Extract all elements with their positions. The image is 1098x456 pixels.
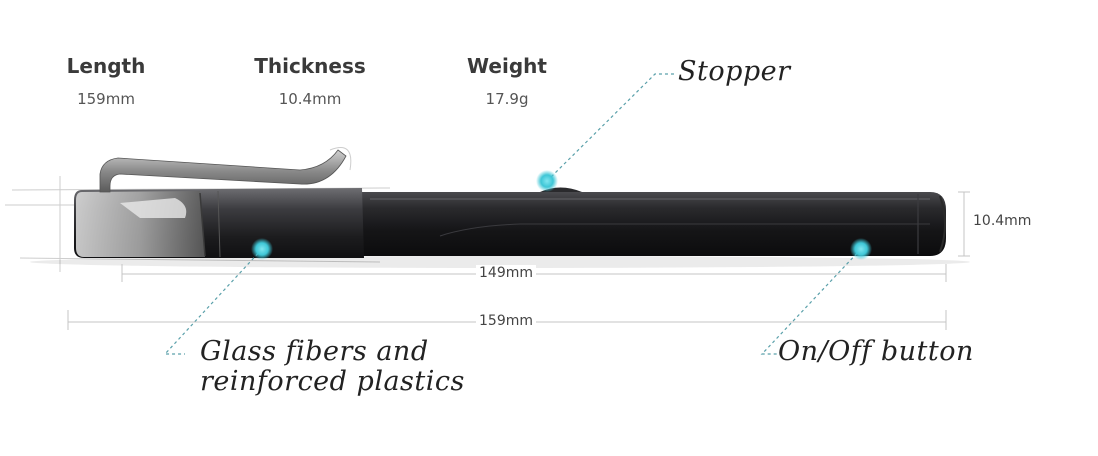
spec-weight-label: Weight <box>467 54 547 78</box>
dim-total-length-label: 159mm <box>476 313 536 329</box>
leader-stopper <box>546 73 676 182</box>
pen-clip <box>99 149 347 193</box>
dim-body-length-label: 149mm <box>476 265 536 281</box>
callout-stopper: Stopper <box>678 56 791 87</box>
dim-thickness-label: 10.4mm <box>973 213 1032 229</box>
onoff-dot <box>850 238 872 260</box>
pen-cap-tip <box>76 191 205 257</box>
callout-glass-line2: reinforced plastics <box>200 366 465 397</box>
leader-glass <box>163 248 263 355</box>
spec-length-value: 159mm <box>77 90 135 108</box>
leader-onoff <box>760 248 862 355</box>
spec-thickness-label: Thickness <box>254 54 366 78</box>
spec-thickness-value: 10.4mm <box>278 90 342 108</box>
spec-length-label: Length <box>66 54 146 78</box>
spec-weight-value: 17.9g <box>485 90 529 108</box>
glass-fiber-dot <box>251 238 273 260</box>
callout-glass-line1: Glass fibers and <box>200 336 429 367</box>
callout-onoff: On/Off button <box>778 336 974 367</box>
stopper-dot <box>536 170 558 192</box>
leader-lines <box>163 73 862 355</box>
